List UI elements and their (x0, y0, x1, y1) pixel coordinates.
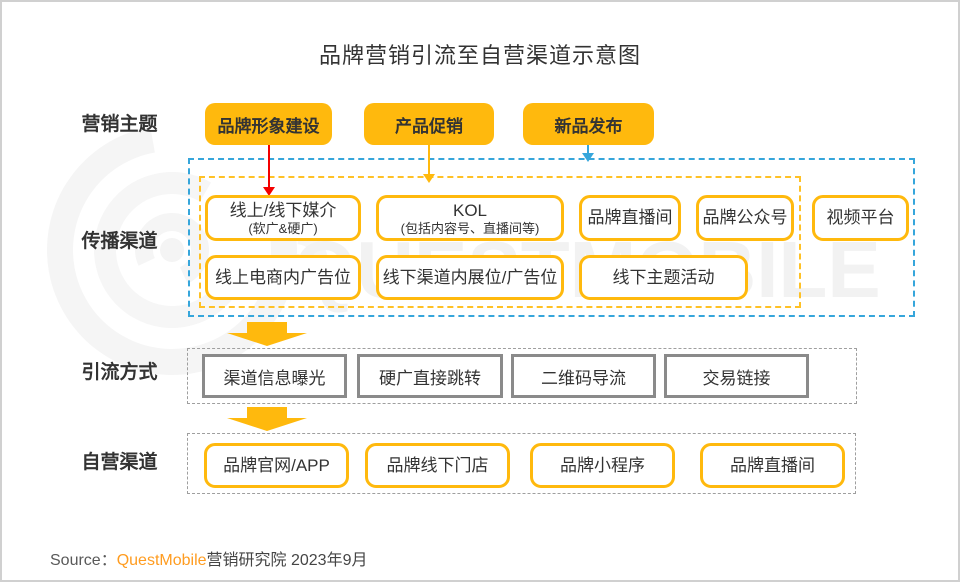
own-box-text: 品牌直播间 (730, 455, 815, 475)
down-block-arrow-icon (227, 322, 307, 346)
own-channels-container (187, 433, 856, 494)
channel-box-video-platform: 视频平台 (812, 195, 909, 241)
channel-box-offline-display-ad-slots: 线下渠道内展位/广告位 (376, 255, 564, 300)
channel-box-ecommerce-ad-slots: 线上电商内广告位 (205, 255, 361, 300)
method-box-transaction-link: 交易链接 (664, 354, 809, 398)
spread-channels-outer-container (188, 158, 915, 317)
channel-box-sub-text: (软广&硬广) (248, 220, 318, 236)
channel-box-main-text: 视频平台 (826, 208, 895, 227)
channel-box-kol: KOL (包括内容号、直播间等) (376, 195, 564, 241)
channel-box-brand-official-account: 品牌公众号 (696, 195, 794, 241)
row-label-diversion-methods: 引流方式 (81, 362, 158, 383)
blue-arrow-head-icon (582, 153, 594, 162)
theme-brand-image-building: 品牌形象建设 (205, 103, 332, 145)
channel-box-main-text: KOL (452, 200, 488, 220)
method-box-qr-code-diversion: 二维码导流 (511, 354, 656, 398)
row-label-own-channels: 自营渠道 (81, 452, 158, 473)
source-suffix: 营销研究院 2023年9月 (206, 552, 368, 569)
channel-box-main-text: 品牌直播间 (587, 208, 673, 227)
channel-box-main-text: 线下主题活动 (612, 267, 715, 287)
channel-box-main-text: 品牌公众号 (702, 208, 788, 227)
source-prefix: Source： (50, 552, 117, 569)
own-box-text: 品牌线下门店 (386, 455, 489, 475)
theme-new-product-launch: 新品发布 (523, 103, 654, 145)
method-box-hard-ad-direct-jump: 硬广直接跳转 (357, 354, 503, 398)
page-title: 品牌营销引流至自营渠道示意图 (318, 43, 641, 68)
red-arrow-line (268, 145, 270, 188)
watermark-logo-center-dot (160, 238, 184, 262)
own-box-brand-offline-store: 品牌线下门店 (365, 443, 510, 488)
diversion-methods-container (187, 348, 857, 404)
yellow-arrow-head-icon (423, 174, 435, 183)
channel-box-main-text: 线下渠道内展位/广告位 (382, 267, 558, 287)
yellow-arrow-line (428, 145, 430, 175)
theme-product-promotion: 产品促销 (364, 103, 494, 145)
row-label-marketing-themes: 营销主题 (81, 114, 158, 135)
own-box-brand-mini-program: 品牌小程序 (530, 443, 675, 488)
channel-box-main-text: 线上/线下媒介 (229, 200, 337, 220)
source-brand: QuestMobile (116, 552, 207, 569)
own-box-brand-website-app: 品牌官网/APP (204, 443, 349, 488)
channel-box-main-text: 线上电商内广告位 (215, 267, 351, 287)
source-line: Source：QuestMobile营销研究院 2023年9月 (50, 546, 367, 570)
row-label-spread-channels: 传播渠道 (81, 231, 158, 252)
down-block-arrow-icon (227, 407, 307, 431)
method-box-channel-info-exposure: 渠道信息曝光 (202, 354, 347, 398)
channel-box-sub-text: (包括内容号、直播间等) (400, 220, 540, 236)
channel-box-online-offline-media: 线上/线下媒介 (软广&硬广) (205, 195, 361, 241)
channel-box-offline-theme-events: 线下主题活动 (579, 255, 748, 300)
own-box-brand-livestream: 品牌直播间 (700, 443, 845, 488)
blue-arrow-line (587, 145, 589, 154)
own-box-text: 品牌小程序 (560, 455, 645, 475)
own-box-text: 品牌官网/APP (223, 455, 330, 475)
spread-channels-inner-container (199, 176, 801, 308)
channel-box-brand-livestream: 品牌直播间 (579, 195, 681, 241)
red-arrow-head-icon (263, 187, 275, 196)
